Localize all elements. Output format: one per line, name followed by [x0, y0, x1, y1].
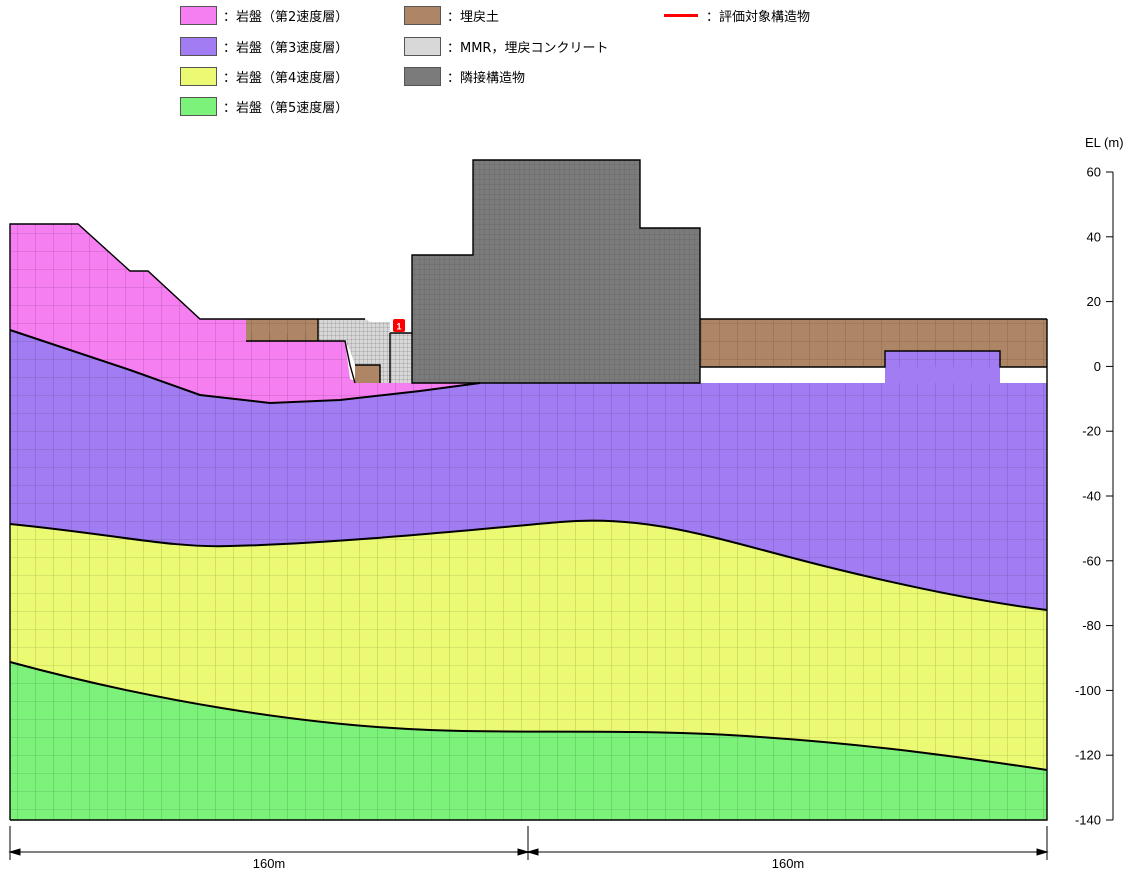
legend-item-layer5: ：岩盤（第5速度層） — [180, 97, 348, 116]
dimension-lines — [8, 826, 1049, 860]
boundary-layer3-4 — [9, 519, 1048, 611]
legend-item-layer3: ：岩盤（第3速度層） — [180, 37, 348, 56]
boundary-layer2-3 — [9, 329, 481, 405]
dimension-right-label: 160m — [772, 856, 805, 871]
layer-boundaries — [9, 329, 1048, 771]
axis-tick-label: -60 — [1082, 553, 1101, 568]
legend-item-mmr: ：MMR，埋戻コンクリート — [404, 37, 608, 56]
target-structure-marker — [393, 319, 405, 332]
adjacent-structure-outline — [411, 159, 701, 384]
axis-tick-label: -80 — [1082, 618, 1101, 633]
elevation-axis: EL (m) 60 40 20 0 -20 -40 -60 -80 -100 -120 -140 — [1075, 135, 1124, 828]
legend-label-layer5: ：岩盤（第5速度層） — [223, 101, 349, 116]
legend-label-adjacent: ：隣接構造物 — [447, 71, 526, 86]
legend-label-backfill: ：埋戻土 — [447, 10, 500, 25]
legend-swatch-layer2 — [180, 6, 217, 25]
legend-item-layer4: ：岩盤（第4速度層） — [180, 67, 348, 86]
axis-tick-label: 20 — [1087, 294, 1101, 309]
legend-item-backfill: ：埋戻土 — [404, 6, 499, 25]
target-structure: 1 — [393, 319, 405, 332]
legend-label-layer4: ：岩盤（第4速度層） — [223, 71, 349, 86]
axis-tick-label: 60 — [1087, 165, 1101, 180]
legend-swatch-backfill — [404, 6, 441, 25]
boundary-layer4-5 — [9, 661, 1048, 771]
legend-label-layer3: ：岩盤（第3速度層） — [223, 41, 349, 56]
legend-swatch-layer4 — [180, 67, 217, 86]
legend-label-layer2: ：岩盤（第2速度層） — [223, 10, 349, 25]
legend-label-target: ：評価対象構造物 — [706, 10, 811, 25]
dimension-left-label: 160m — [253, 856, 286, 871]
legend-swatch-mmr — [404, 37, 441, 56]
legend-line-target — [664, 14, 698, 17]
mmr-outline — [246, 318, 412, 384]
outlines — [9, 159, 1048, 821]
backfill-pocket — [355, 365, 380, 383]
legend-item-target: ：評価対象構造物 — [664, 6, 810, 25]
legend-swatch-adjacent — [404, 67, 441, 86]
axis-tick-label: 40 — [1087, 229, 1101, 244]
legend-swatch-layer3 — [180, 37, 217, 56]
axis-tick-label: -140 — [1075, 813, 1101, 828]
legend-item-adjacent: ：隣接構造物 — [404, 67, 525, 86]
axis-tick-label: 0 — [1094, 359, 1101, 374]
ground-surface-outline — [9, 223, 1048, 821]
legend-swatch-layer5 — [180, 97, 217, 116]
legend-item-layer2: ：岩盤（第2速度層） — [180, 6, 348, 25]
target-structure-number: 1 — [396, 322, 401, 332]
axis-tick-label: -100 — [1075, 683, 1101, 698]
axis-tick-label: -20 — [1082, 424, 1101, 439]
axis-label: EL (m) — [1085, 135, 1124, 150]
axis-ticks: 60 40 20 0 -20 -40 -60 -80 -100 -120 -140 — [1075, 165, 1113, 828]
backfill-right-outline — [700, 318, 1047, 368]
legend-label-mmr: ：MMR，埋戻コンクリート — [447, 41, 609, 56]
axis-tick-label: -40 — [1082, 489, 1101, 504]
axis-tick-label: -120 — [1075, 748, 1101, 763]
fe-mesh — [10, 160, 1047, 820]
